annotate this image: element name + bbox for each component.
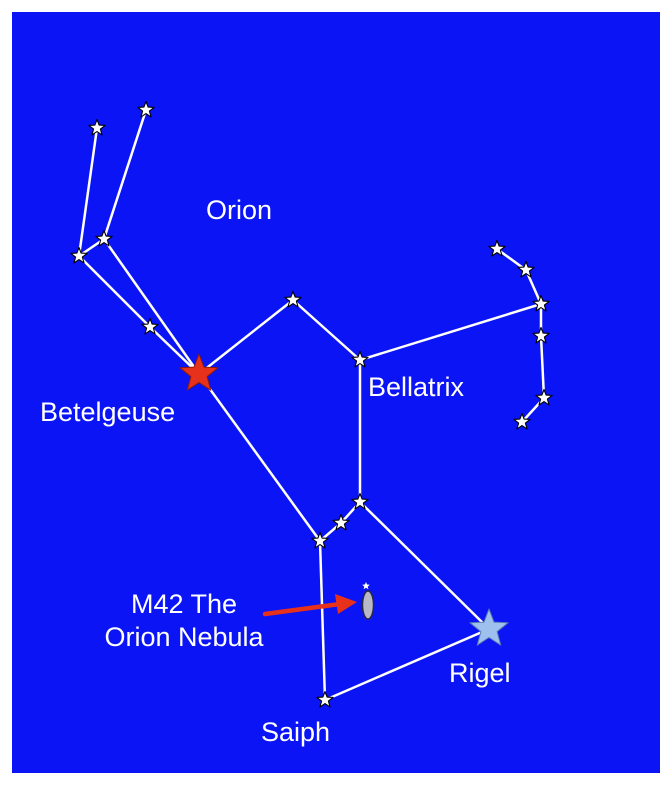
- nebula-label-line1: M42 The: [100, 589, 268, 620]
- bellatrix-label: Bellatrix: [368, 372, 464, 403]
- saiph-label: Saiph: [261, 717, 330, 748]
- nebula-label-line2: Orion Nebula: [82, 622, 286, 653]
- arrow-shaft: [265, 604, 340, 614]
- constellation-line-club2-club3: [104, 110, 146, 239]
- orion-nebula: [363, 591, 374, 619]
- star-betelgeuse: [180, 354, 218, 390]
- constellation-line-head-bellatrix: [293, 300, 360, 360]
- constellation-line-club3-betelgeuse: [104, 239, 199, 374]
- betelgeuse-label: Betelgeuse: [40, 397, 175, 428]
- constellation-line-club1-club4: [79, 128, 97, 256]
- arrow-head: [335, 594, 357, 614]
- star-saiph: [317, 692, 333, 707]
- constellation-line-betelgeuse-head: [199, 300, 293, 374]
- constellation-line-club4-arm1: [79, 256, 150, 327]
- constellation-title: Orion: [206, 195, 272, 226]
- constellation-line-belt3-rigel: [360, 502, 489, 629]
- nebula-star: [362, 582, 370, 589]
- star-club2: [138, 102, 154, 117]
- constellation-line-shield4-shield5: [541, 336, 544, 398]
- star-shield2: [518, 262, 534, 277]
- constellation-line-bellatrix-shield3: [360, 304, 541, 360]
- rigel-label: Rigel: [449, 658, 511, 689]
- constellation-line-belt1-saiph: [320, 541, 325, 700]
- constellation-line-betelgeuse-belt1: [199, 374, 320, 541]
